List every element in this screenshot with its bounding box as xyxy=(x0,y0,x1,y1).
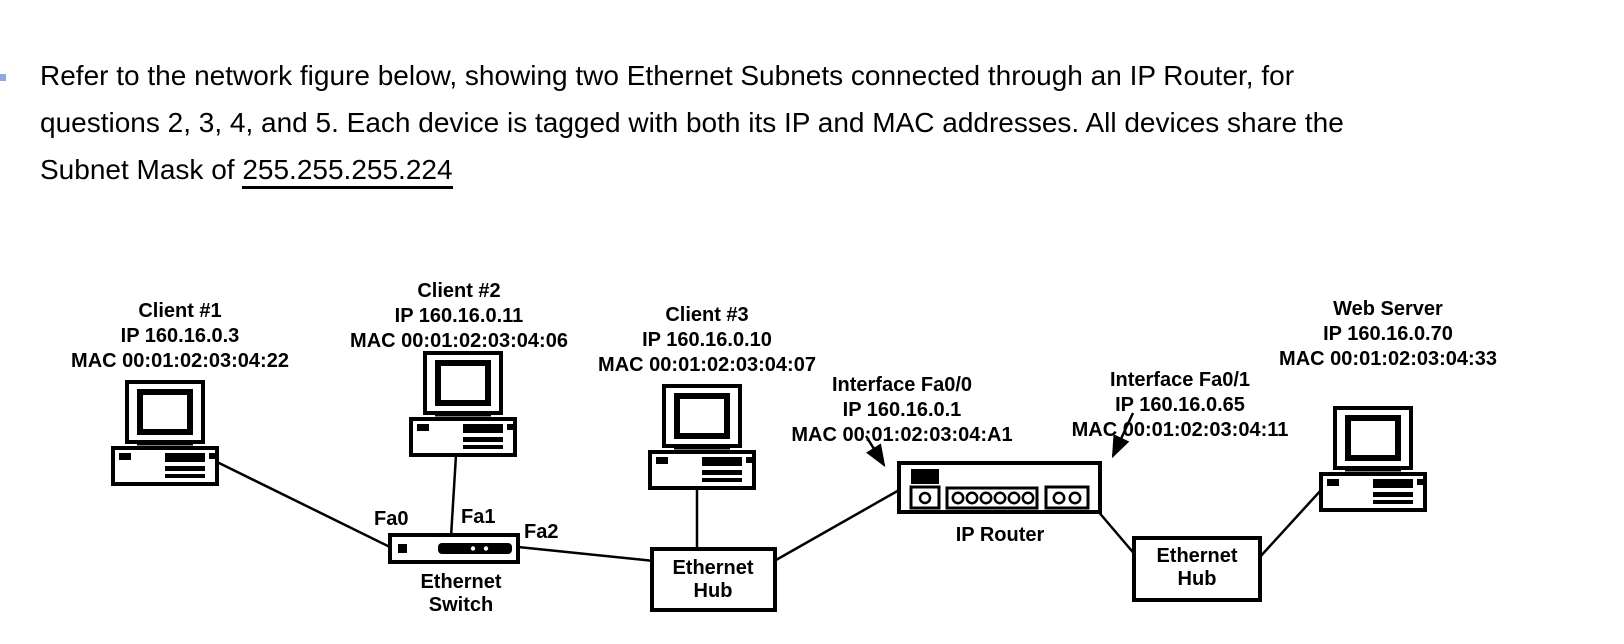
ip-router-label: IP Router xyxy=(955,524,1045,546)
ip-router-icon xyxy=(897,461,1102,514)
web-server-computer-icon xyxy=(1319,406,1427,512)
port-fa2-label: Fa2 xyxy=(524,521,559,543)
cable-hub1-router xyxy=(775,487,902,562)
hub2-label-line2: Hub xyxy=(1177,568,1217,590)
client3-label: Client #3 IP 160.16.0.10 MAC 00:01:02:03… xyxy=(598,303,816,378)
interface-fa01-label: Interface Fa0/1 IP 160.16.0.65 MAC 00:01… xyxy=(1072,368,1289,443)
ethernet-hub1-box xyxy=(650,547,777,612)
web-server-ip: IP 160.16.0.70 xyxy=(1323,323,1453,345)
cable-hub2-webserver xyxy=(1258,488,1323,559)
client2-mac: MAC 00:01:02:03:04:06 xyxy=(350,330,568,352)
cable-switch-hub1 xyxy=(517,545,655,563)
question-line3-prefix: Subnet Mask of xyxy=(40,154,243,185)
fa01-arrow-pointer-icon xyxy=(1111,412,1135,459)
interface-fa01-ip: IP 160.16.0.65 xyxy=(1115,394,1245,416)
question-line2: questions 2, 3, 4, and 5. Each device is… xyxy=(40,107,1344,138)
cable-client1-switch xyxy=(216,460,393,550)
cables xyxy=(216,454,1323,563)
interface-fa00-ip: IP 160.16.0.1 xyxy=(842,399,962,421)
web-server-mac: MAC 00:01:02:03:04:33 xyxy=(1279,348,1497,370)
port-fa0-label: Fa0 xyxy=(374,508,409,530)
fa00-arrow-pointer-icon xyxy=(864,435,886,468)
switch-label-line2: Switch xyxy=(428,594,494,616)
client3-ip: IP 160.16.0.10 xyxy=(642,329,772,351)
hub2-label-line1: Ethernet xyxy=(1156,545,1238,567)
switch-label-line1: Ethernet xyxy=(420,571,502,593)
cable-client2-switch xyxy=(449,454,458,538)
web-server-label: Web Server IP 160.16.0.70 MAC 00:01:02:0… xyxy=(1279,297,1497,372)
web-server-name: Web Server xyxy=(1333,298,1443,320)
client2-desktop-computer-icon xyxy=(409,351,517,457)
list-marker-fragment xyxy=(0,74,6,81)
ethernet-hub2-label: Ethernet Hub xyxy=(1156,545,1237,591)
client1-desktop-computer-icon xyxy=(111,380,219,486)
hub1-label-line2: Hub xyxy=(693,580,733,602)
interface-fa00-mac: MAC 00:01:02:03:04:A1 xyxy=(791,424,1013,446)
client2-name: Client #2 xyxy=(417,280,501,302)
question-line1: Refer to the network figure below, showi… xyxy=(40,60,1295,91)
interface-fa00-name: Interface Fa0/0 xyxy=(831,374,973,396)
hub1-label-line1: Ethernet xyxy=(672,557,754,579)
client3-desktop-computer-icon xyxy=(648,384,756,490)
client1-label: Client #1 IP 160.16.0.3 MAC 00:01:02:03:… xyxy=(71,299,289,374)
subnet-mask-value: 255.255.255.224 xyxy=(242,154,453,189)
client2-ip: IP 160.16.0.11 xyxy=(394,305,524,327)
interface-fa01-name: Interface Fa0/1 xyxy=(1109,369,1251,391)
ethernet-hub1-label: Ethernet Hub xyxy=(672,557,753,603)
interface-arrows xyxy=(864,412,1135,468)
client1-name: Client #1 xyxy=(138,300,222,322)
ethernet-switch-icon xyxy=(388,533,520,564)
client1-mac: MAC 00:01:02:03:04:22 xyxy=(71,350,289,372)
client3-name: Client #3 xyxy=(665,304,749,326)
cable-router-hub2 xyxy=(1096,509,1138,558)
interface-fa01-mac: MAC 00:01:02:03:04:11 xyxy=(1071,419,1289,441)
client2-label: Client #2 IP 160.16.0.11 MAC 00:01:02:03… xyxy=(350,279,568,354)
ethernet-switch-label: Ethernet Switch xyxy=(420,571,501,617)
question-paragraph: Refer to the network figure below, showi… xyxy=(40,52,1540,193)
port-fa1-label: Fa1 xyxy=(461,506,496,528)
client1-ip: IP 160.16.0.3 xyxy=(120,325,240,347)
client3-mac: MAC 00:01:02:03:04:07 xyxy=(598,354,816,376)
ethernet-hub2-box xyxy=(1132,536,1262,602)
interface-fa00-label: Interface Fa0/0 IP 160.16.0.1 MAC 00:01:… xyxy=(791,373,1012,448)
